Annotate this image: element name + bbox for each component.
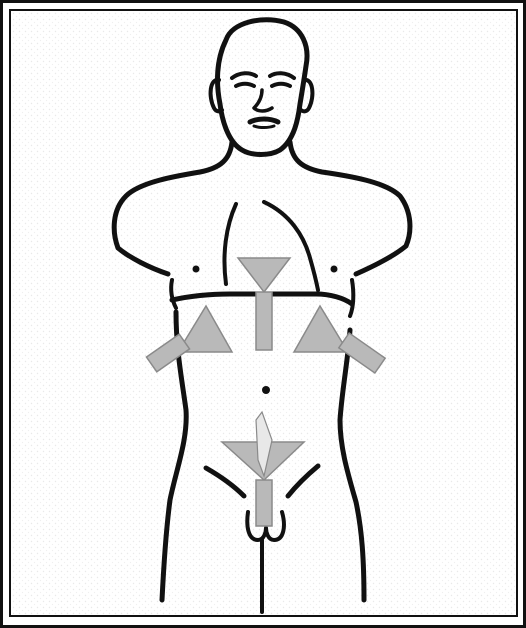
right-nipple — [331, 266, 338, 273]
navel — [262, 386, 270, 394]
lower-lip — [254, 126, 274, 128]
left-eye — [236, 84, 254, 86]
left-nipple — [193, 266, 200, 273]
right-eye — [272, 84, 290, 86]
